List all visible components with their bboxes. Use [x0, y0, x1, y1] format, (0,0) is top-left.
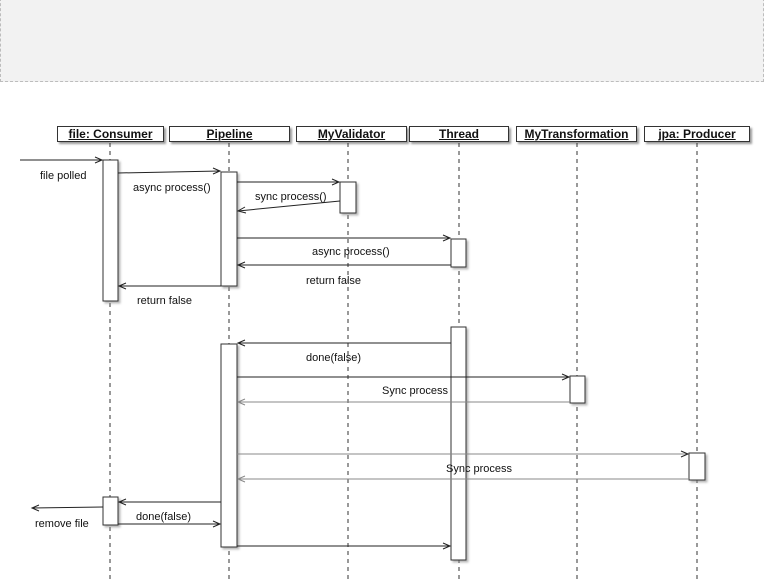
label-return-false-2: return false — [137, 295, 192, 307]
label-remove-file: remove file — [35, 518, 89, 530]
arrowhead — [442, 234, 452, 242]
activation-producer — [688, 452, 706, 481]
participant-thread[interactable]: Thread — [409, 126, 509, 142]
message-arrow — [237, 200, 341, 212]
activation-thread-1 — [450, 238, 467, 268]
participant-mytransformation[interactable]: MyTransformation — [516, 126, 637, 142]
participant-myvalidator[interactable]: MyValidator — [296, 126, 407, 142]
activation-consumer-2 — [102, 496, 119, 526]
arrowhead — [117, 282, 127, 290]
label-sync-process-validator: sync process() — [255, 191, 327, 203]
arrowhead — [236, 206, 247, 214]
activation-pipeline-1 — [220, 171, 238, 287]
empty-frame — [0, 0, 764, 82]
arrowhead — [236, 261, 246, 269]
label-sync-process-producer: Sync process — [446, 463, 513, 475]
arrowhead — [212, 520, 222, 528]
activation-pipeline-2 — [220, 343, 238, 548]
activation-transformation — [569, 375, 586, 404]
arrowhead — [442, 542, 452, 550]
label-done-false-1: done(false) — [306, 352, 361, 364]
message-arrow — [117, 170, 221, 174]
arrowhead — [236, 398, 246, 406]
arrowhead — [117, 498, 127, 506]
participant-jpa-producer[interactable]: jpa: Producer — [644, 126, 750, 142]
label-async-process-1: async process() — [133, 182, 211, 194]
activation-validator — [339, 181, 357, 214]
arrowhead — [236, 475, 246, 483]
arrowhead — [236, 339, 246, 347]
label-file-polled: file polled — [40, 170, 86, 182]
label-done-false-2: done(false) — [136, 511, 191, 523]
arrowhead — [30, 504, 40, 512]
participant-file-consumer[interactable]: file: Consumer — [57, 126, 164, 142]
message-arrow — [31, 506, 104, 509]
participant-pipeline[interactable]: Pipeline — [169, 126, 290, 142]
activation-consumer-1 — [102, 159, 119, 302]
arrowhead — [212, 167, 222, 175]
arrowhead — [331, 178, 341, 186]
label-sync-process-transformation: Sync process — [382, 385, 449, 397]
activation-thread-2 — [450, 326, 467, 561]
arrowhead — [94, 156, 104, 164]
arrowhead — [561, 373, 571, 381]
label-async-process-2: async process() — [312, 246, 390, 258]
label-return-false-1: return false — [306, 275, 361, 287]
arrowhead — [680, 450, 690, 458]
